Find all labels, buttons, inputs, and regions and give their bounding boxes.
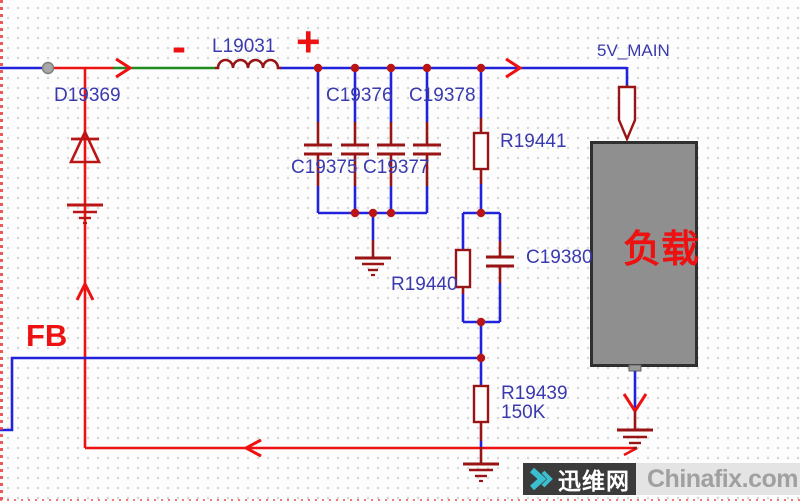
flow-arrow-right-icon <box>115 57 133 79</box>
ground-symbol-load <box>617 428 653 450</box>
watermark-bar: 迅维网 Chinafix.com <box>523 463 800 495</box>
polarity-minus-label: - <box>172 23 186 70</box>
inductor-coil-symbol <box>215 58 281 70</box>
res-r19439-body <box>472 384 490 424</box>
res-r19439-label: R19439 <box>501 383 568 404</box>
feedback-bottom-path <box>85 438 638 458</box>
polarity-plus-label: + <box>296 18 321 65</box>
res-r19441-branch <box>472 68 490 213</box>
cap-c19376-label: C19376 <box>326 85 393 106</box>
diode-symbol <box>68 128 102 164</box>
res-r19441-body <box>472 131 490 171</box>
watermark-domain: Chinafix.com <box>647 465 798 493</box>
cap-c19378-label: C19378 <box>409 85 476 106</box>
ground-symbol-cap-bank <box>355 256 391 277</box>
feedback-signal-wire <box>0 356 482 432</box>
load-branch <box>617 85 653 450</box>
res-r19440-body <box>454 248 472 289</box>
cap-c19377-label: C19377 <box>363 157 430 178</box>
load-bottom-pin <box>628 364 642 372</box>
sheet-left-border <box>0 0 3 503</box>
tap-dot <box>41 61 55 75</box>
res-r19439-value: 150K <box>501 402 546 423</box>
cap-c19377-symbol <box>377 68 405 213</box>
top-rail-wires <box>0 66 629 86</box>
load-label: 负载 <box>623 229 700 271</box>
cap-c19375-symbol <box>341 68 369 213</box>
feedback-net-label: FB <box>26 318 68 353</box>
cap-c19378-symbol <box>413 68 441 213</box>
diode-label: D19369 <box>54 85 121 106</box>
cap-c19380-label: C19380 <box>526 247 593 268</box>
inductor-label: L19031 <box>212 36 276 57</box>
flow-arrow-end-barb-icon <box>623 446 638 457</box>
cap-c19376-symbol <box>304 68 332 213</box>
watermark-logo-box: 迅维网 <box>523 463 636 495</box>
parallel-rc-combo <box>454 211 514 324</box>
watermark-site-name: 迅维网 <box>558 468 630 494</box>
res-r19440-label: R19440 <box>391 274 458 295</box>
flow-arrow-up-icon <box>75 280 95 301</box>
net-5v-main-label: 5V_MAIN <box>597 41 670 60</box>
chevron-logo-icon <box>529 467 553 491</box>
sheet-bottom-border <box>0 499 800 501</box>
connector-pin-symbol <box>617 85 637 143</box>
res-r19441-label: R19441 <box>500 131 567 152</box>
ground-symbol-r19439 <box>463 462 499 483</box>
cap-c19375-label: C19375 <box>291 157 358 178</box>
ground-symbol-diode <box>67 203 103 225</box>
capacitor-bank <box>304 68 441 277</box>
flow-arrow-right2-icon <box>505 57 523 79</box>
flow-arrow-left-icon <box>242 438 262 458</box>
load-block <box>590 141 698 367</box>
diode-branch <box>67 68 103 448</box>
junction-dots <box>313 63 486 363</box>
res-r19439-branch <box>463 322 499 483</box>
